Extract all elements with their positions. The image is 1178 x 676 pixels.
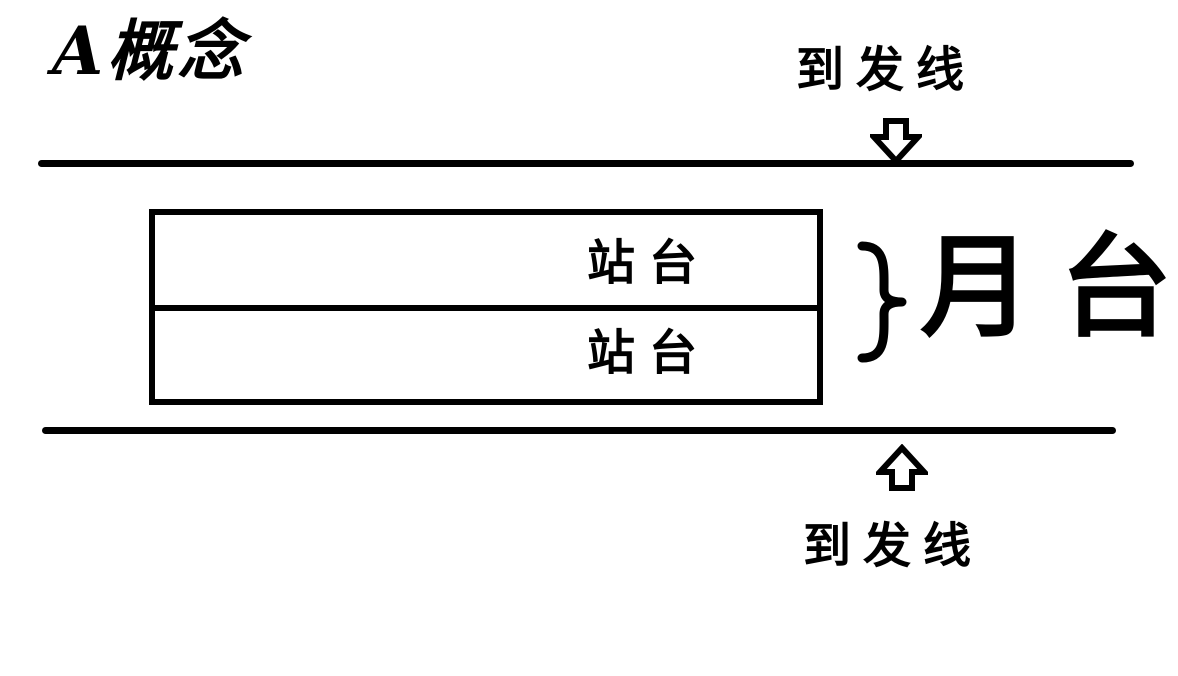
platform-box: 站台 站台 — [149, 209, 823, 405]
arrow-up-icon — [876, 444, 928, 492]
diagram-title: A概念 — [52, 12, 248, 90]
top-track-line — [38, 160, 1134, 167]
platform-group-label: 月台 — [920, 222, 1178, 353]
platform-divider — [155, 305, 817, 311]
bottom-track-label: 到发线 — [803, 518, 984, 574]
right-brace-icon — [856, 240, 908, 364]
top-track-label: 到发线 — [796, 42, 977, 98]
platform-label: 站台 — [587, 325, 712, 381]
arrow-down-icon — [870, 117, 922, 165]
bottom-track-line — [42, 427, 1116, 434]
platform-label: 站台 — [587, 235, 712, 291]
